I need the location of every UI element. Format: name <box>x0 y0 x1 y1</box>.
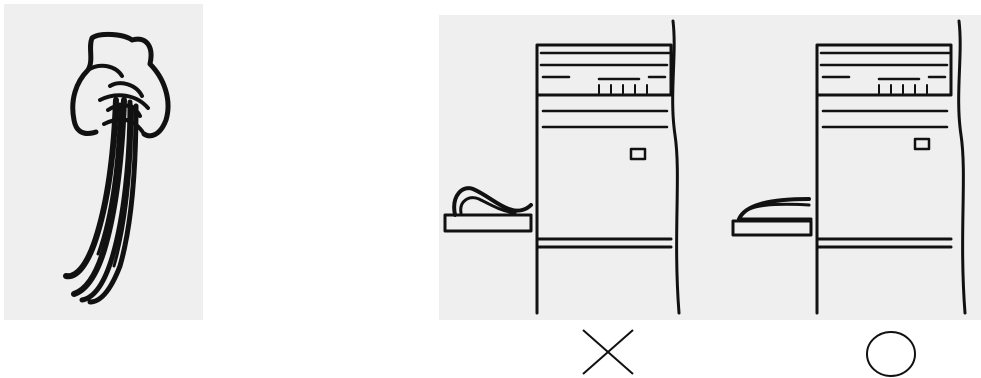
hand-holding-paper-icon <box>4 4 203 320</box>
printer-icon <box>445 21 679 313</box>
hand-paper-illustration <box>4 4 203 320</box>
cross-icon <box>579 326 637 378</box>
circle-icon <box>865 330 917 378</box>
printers-illustration <box>439 15 981 320</box>
printer-icon <box>733 21 965 313</box>
printer-comparison-panel <box>439 15 981 320</box>
